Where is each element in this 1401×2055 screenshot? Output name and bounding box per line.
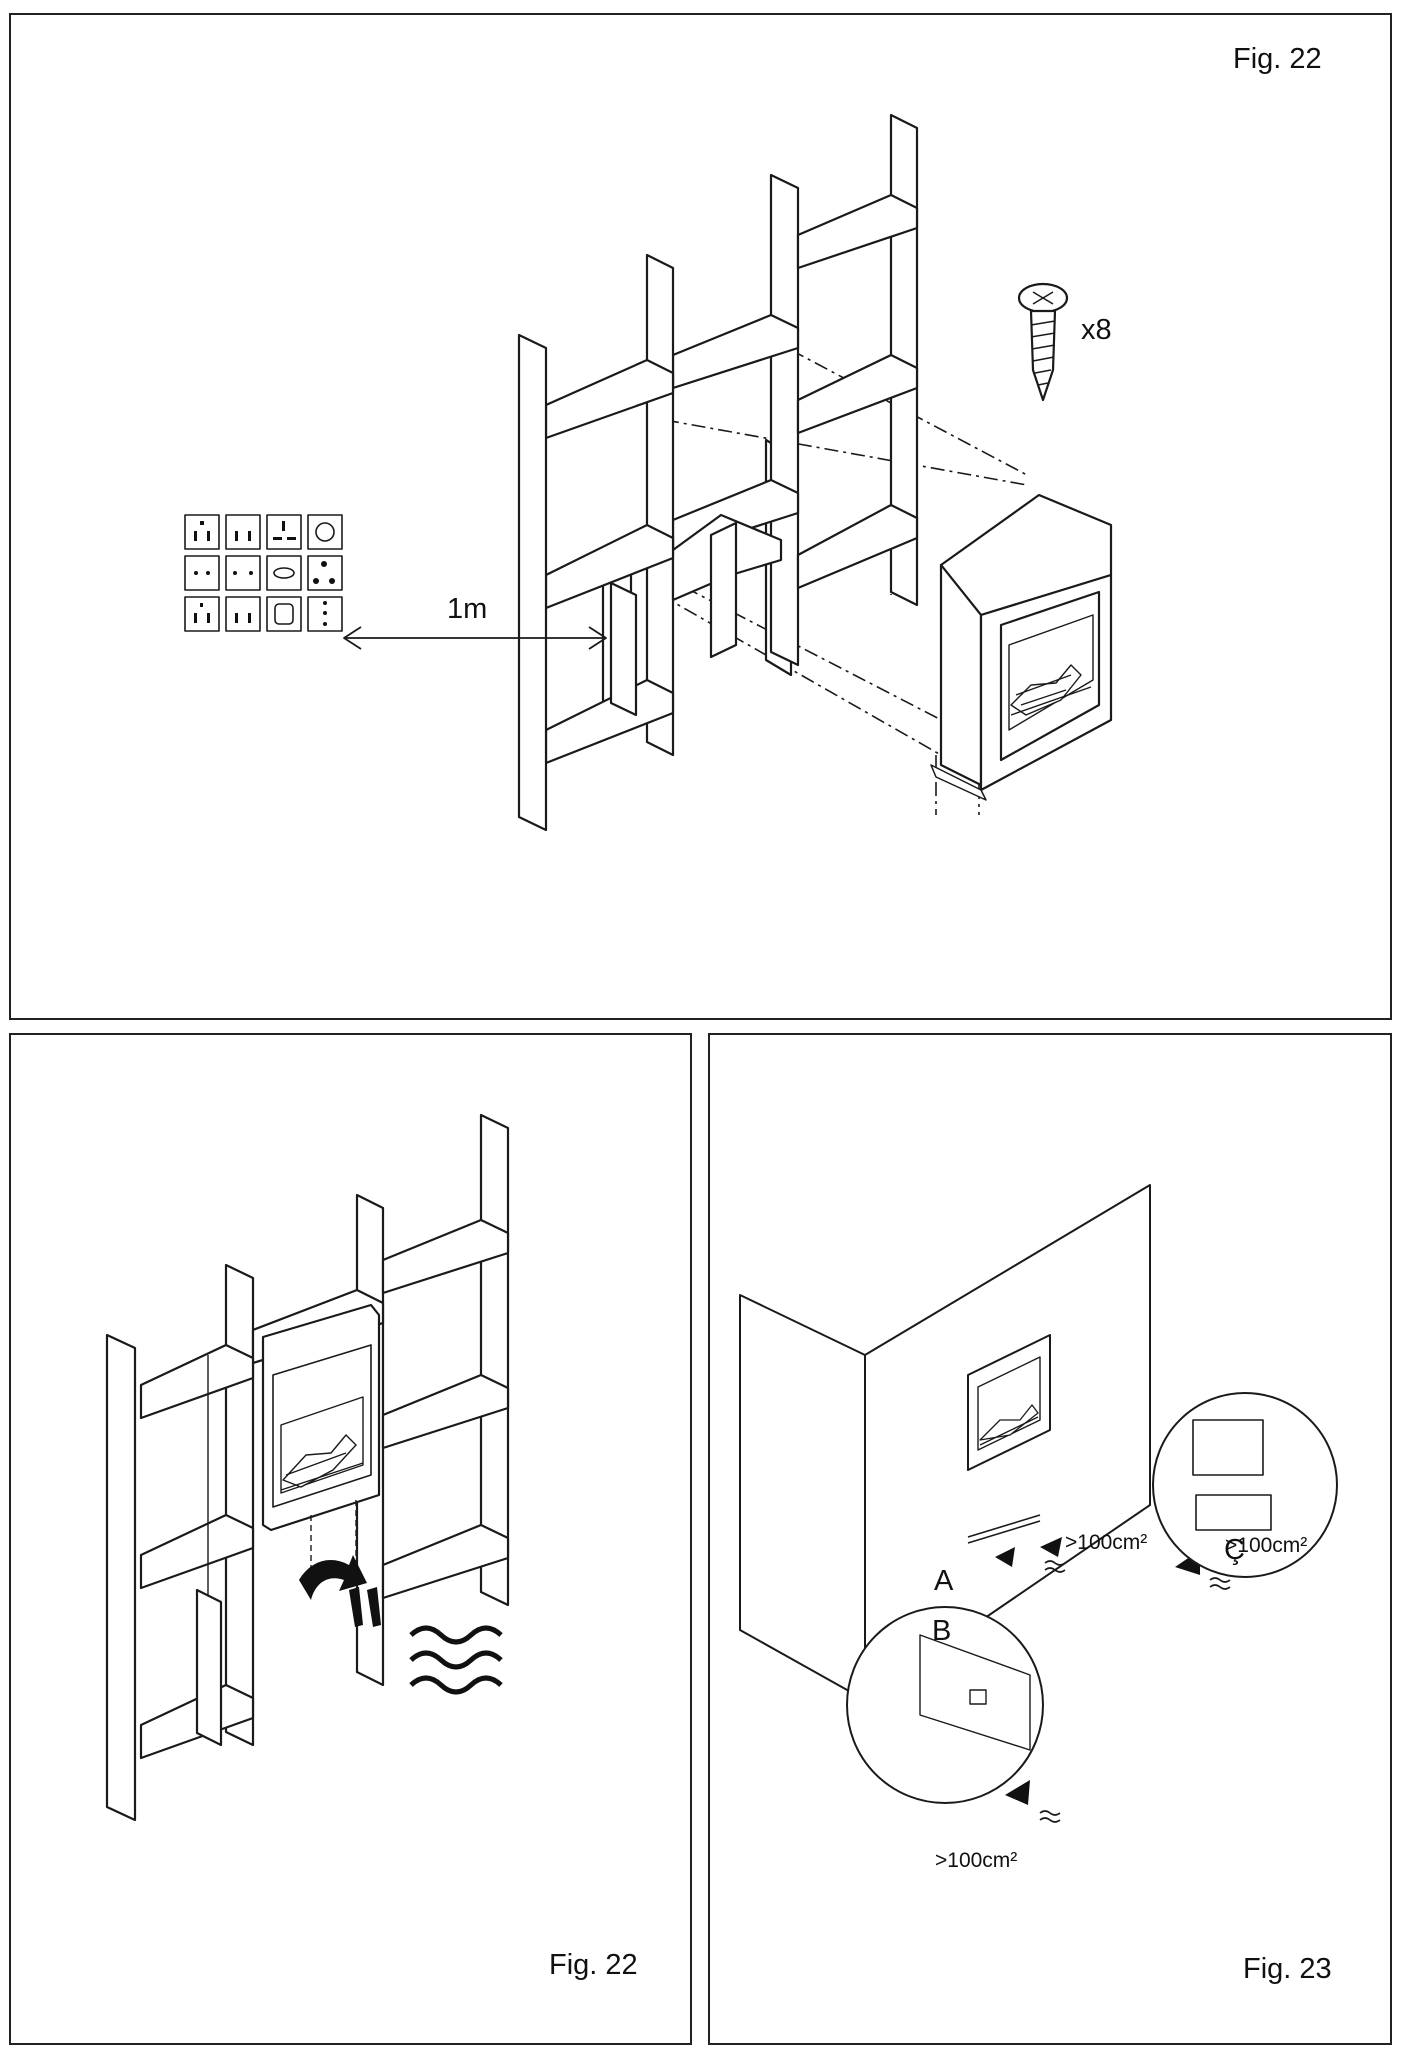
heat-waves-icon: [409, 1625, 503, 1695]
wall-cladding: [739, 1184, 1151, 1701]
fireplace-insert: [930, 493, 1113, 801]
distance-arrow: [343, 626, 607, 650]
figure-caption: Fig. 23: [1243, 1953, 1332, 1985]
installed-frame-drawing: [105, 1113, 510, 1822]
figure-caption: Fig. 22: [549, 1949, 638, 1981]
fireplace-insert: [261, 1303, 381, 1580]
heat-waves-icon: [1039, 1560, 1231, 1823]
figure-caption: Fig. 22: [1233, 43, 1322, 75]
vent-label-c: Ç: [1224, 1534, 1245, 1566]
airflow-arrow-icon: [299, 1555, 381, 1627]
figure-panel-bottom-right: A B Ç >100cm² >100cm² >100cm² Fig. 23: [708, 1033, 1392, 2045]
figure-panel-bottom-left: Fig. 22: [9, 1033, 692, 2045]
fire-logs: [1010, 664, 1092, 716]
distance-label: 1m: [447, 593, 488, 625]
vent-label-a: A: [934, 1565, 954, 1597]
framing-installation-drawing: [184, 113, 1113, 832]
vent-area-b: >100cm²: [935, 1849, 1018, 1872]
vent-area-a: >100cm²: [1065, 1531, 1148, 1554]
vent-area-c: >100cm²: [1225, 1534, 1308, 1557]
socket-types-icon: [184, 514, 343, 632]
screw-count-label: x8: [1081, 314, 1112, 346]
detail-circle-b: [846, 1606, 1044, 1804]
figure-panel-top: Fig. 22 x8 1m: [9, 13, 1392, 1020]
vent-label-b: B: [932, 1615, 952, 1647]
screw-icon: [1017, 282, 1069, 402]
ventilation-drawing: [739, 1184, 1338, 1823]
frame-studs: [517, 113, 919, 832]
detail-circle-c: [1152, 1392, 1338, 1578]
frame-studs: [105, 1113, 510, 1822]
